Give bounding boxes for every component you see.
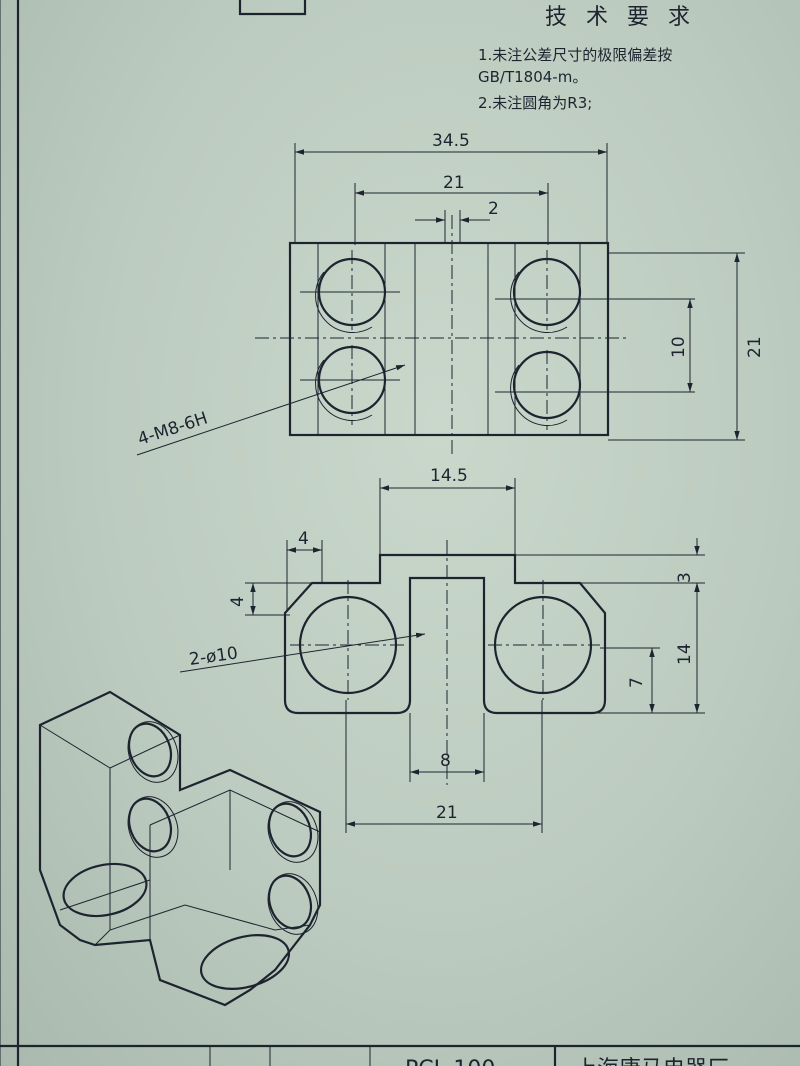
thread-hole-bottom-right xyxy=(495,350,695,430)
note-line-1: 1.未注公差尺寸的极限偏差按 xyxy=(478,46,672,64)
notes-title: 技 术 要 求 xyxy=(545,5,696,30)
dim-front-chamfer-v: 4 xyxy=(228,596,248,607)
top-view-outline xyxy=(288,241,610,437)
dim-top-hole-spacing: 21 xyxy=(443,173,465,193)
hole-callout: 2-ø10 xyxy=(188,643,239,670)
isometric-view xyxy=(38,690,322,1007)
technical-requirements: 技 术 要 求 1.未注公差尺寸的极限偏差按 GB/T1804-m。 2.未注圆… xyxy=(478,5,696,112)
thread-hole-top-left xyxy=(300,250,400,334)
dim-top-hole-pitch: 10 xyxy=(669,336,689,358)
dim-top-height: 21 xyxy=(745,336,765,358)
thread-callout: 4-M8-6H xyxy=(135,408,210,449)
front-view-outline xyxy=(283,553,607,715)
bore-right xyxy=(488,580,600,700)
dim-front-hole-spacing: 21 xyxy=(436,803,458,823)
dim-front-slot-width: 8 xyxy=(440,751,451,771)
dim-front-top-step: 3 xyxy=(675,572,695,583)
dim-front-center-height: 7 xyxy=(627,677,647,688)
top-view: 34.5 21 2 21 10 4-M8-6H xyxy=(135,131,765,456)
bore-left xyxy=(290,580,408,700)
dim-top-overall-width: 34.5 xyxy=(432,131,470,151)
dim-front-top-width: 14.5 xyxy=(430,466,468,486)
dim-top-slot: 2 xyxy=(488,199,499,219)
dim-front-height: 14 xyxy=(675,643,695,665)
note-line-3: 2.未注圆角为R3; xyxy=(478,94,592,112)
front-view: 14.5 4 4 3 14 7 2-ø10 8 xyxy=(179,466,705,833)
drawing-number: PCL-100 xyxy=(405,1057,495,1066)
title-block: PCL-100 上海唐马电器厂 xyxy=(209,1046,729,1066)
company-name: 上海唐马电器厂 xyxy=(575,1057,729,1066)
dim-front-chamfer-h: 4 xyxy=(298,529,309,549)
thread-hole-bottom-left xyxy=(300,345,400,425)
note-line-2: GB/T1804-m。 xyxy=(478,68,587,86)
thread-hole-top-right xyxy=(495,250,695,334)
